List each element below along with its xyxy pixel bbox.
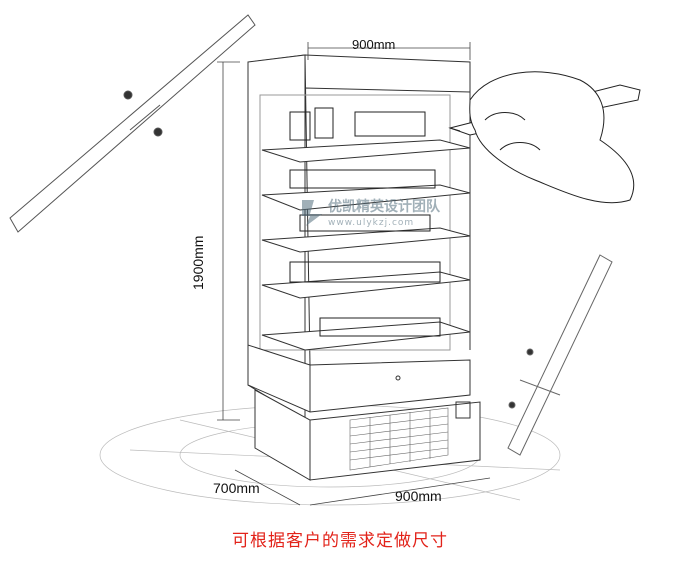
height-label: 1900mm	[190, 235, 206, 290]
ruler-right	[507, 254, 613, 456]
hand-with-pencil	[448, 71, 641, 204]
top-width-label: 900mm	[352, 37, 396, 52]
depth-label: 700mm	[213, 480, 260, 496]
watermark-logo-icon	[302, 200, 322, 226]
cabinet	[247, 54, 481, 481]
watermark-text: 优凯精英设计团队	[328, 199, 440, 215]
vent-grille	[349, 407, 449, 471]
products	[289, 107, 441, 337]
watermark-url: www.ulykzj.com	[328, 218, 415, 228]
ruler-left	[9, 14, 256, 233]
customization-caption: 可根据客户的需求定做尺寸	[232, 531, 448, 551]
dimension-lines	[217, 42, 491, 506]
watermark: 优凯精英设计团队 www.ulykzj.com	[300, 196, 470, 238]
bottom-width-label: 900mm	[395, 488, 442, 504]
